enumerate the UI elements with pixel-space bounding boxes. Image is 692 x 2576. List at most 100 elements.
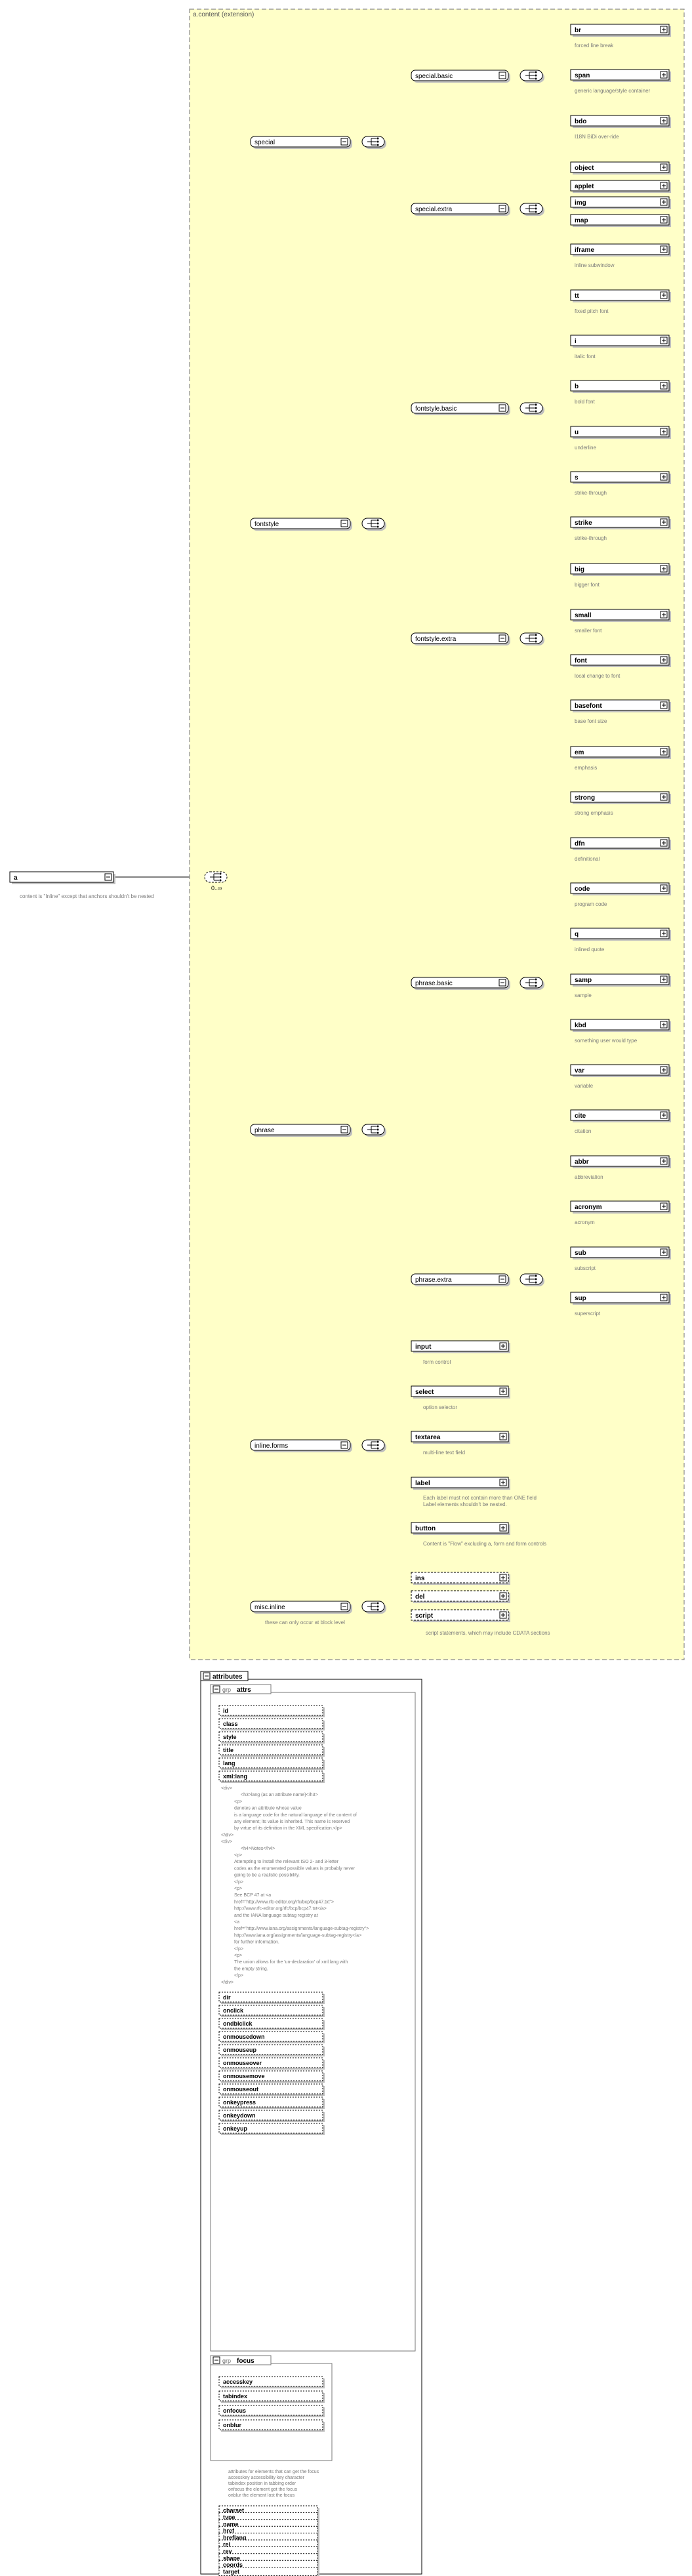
element-textarea[interactable] [411, 1431, 509, 1442]
element-description: inlined quote [575, 947, 605, 952]
choice-dot [535, 71, 537, 73]
element-map[interactable] [570, 214, 670, 226]
attribute-onmousemove[interactable] [218, 2070, 323, 2081]
element-description: bold font [575, 399, 595, 405]
group-special[interactable] [250, 136, 351, 148]
plus-icon [662, 430, 666, 434]
attribute-onfocus[interactable] [218, 2405, 323, 2416]
occurrence-label: 0..∞ [211, 885, 222, 891]
attribute-onmouseout[interactable] [218, 2083, 323, 2095]
attribute-onmouseup[interactable] [218, 2044, 323, 2055]
plus-icon [662, 795, 666, 799]
element-span[interactable] [570, 69, 670, 81]
element-description: generic language/style container [575, 88, 651, 94]
element-var[interactable] [570, 1064, 670, 1076]
element-cite[interactable] [570, 1109, 670, 1121]
element-label[interactable] [411, 1477, 509, 1488]
group-misc-inline[interactable] [250, 1601, 351, 1612]
element-applet[interactable] [570, 180, 670, 192]
element-code[interactable] [570, 882, 670, 894]
attribute-onmousedown[interactable] [218, 2031, 323, 2042]
element-script[interactable] [411, 1609, 509, 1621]
plus-icon [662, 750, 666, 754]
attribute-onclick[interactable] [218, 2005, 323, 2016]
element-description: Content is "Flow" excluding a, form and … [423, 1541, 546, 1547]
attribute-onkeydown[interactable] [218, 2110, 323, 2121]
group-phrase-extra[interactable] [411, 1273, 509, 1285]
element-button[interactable] [411, 1522, 509, 1534]
plus-icon [662, 886, 666, 890]
choice-dot [535, 211, 537, 213]
doc-line: <a [234, 1920, 239, 1925]
plus-icon [662, 931, 666, 935]
plus-icon [662, 703, 666, 707]
doc-line: </div> [221, 1980, 234, 1985]
attribute-dir[interactable] [218, 1992, 323, 2003]
element-object[interactable] [570, 161, 670, 173]
choice-dot [535, 407, 537, 409]
element-sup[interactable] [570, 1292, 670, 1303]
doc-line: <p> [234, 1953, 242, 1958]
plus-icon [662, 165, 666, 169]
element-sub[interactable] [570, 1246, 670, 1258]
attribute-tabindex[interactable] [218, 2390, 323, 2402]
group-prefix: grp [222, 1687, 231, 1693]
choice-dot [377, 137, 379, 140]
attribute-onblur[interactable] [218, 2419, 323, 2430]
element-samp[interactable] [570, 973, 670, 985]
attribute-label: class [223, 1721, 238, 1727]
doc-line: <div> [221, 1840, 232, 1845]
element-iframe[interactable] [570, 243, 670, 255]
element-basefont[interactable] [570, 699, 670, 711]
group-inline-forms[interactable] [250, 1439, 351, 1451]
element-tt[interactable] [570, 289, 670, 301]
element-q[interactable] [570, 928, 670, 939]
element-img[interactable] [570, 196, 670, 208]
element-acronym[interactable] [570, 1200, 670, 1212]
element-u[interactable] [570, 426, 670, 438]
element-s[interactable] [570, 471, 670, 483]
attribute-ondblclick[interactable] [218, 2018, 323, 2029]
attribute-title[interactable] [218, 1744, 323, 1755]
element-kbd[interactable] [570, 1019, 670, 1031]
group-fontstyle-basic[interactable] [411, 402, 509, 414]
plus-icon [662, 1296, 666, 1299]
group-special-extra[interactable] [411, 203, 509, 215]
attribute-onmouseover[interactable] [218, 2057, 323, 2068]
element-i[interactable] [570, 335, 670, 346]
attribute-onkeyup[interactable] [218, 2123, 323, 2134]
group-phrase[interactable] [250, 1124, 351, 1135]
attribute-lang[interactable] [218, 1757, 323, 1768]
attribute-onkeypress[interactable] [218, 2096, 323, 2108]
element-select[interactable] [411, 1385, 509, 1397]
plus-icon [662, 184, 666, 188]
attribute-xml:lang[interactable] [218, 1770, 323, 1782]
element-font[interactable] [570, 654, 670, 666]
element-ins[interactable] [411, 1572, 509, 1584]
attribute-accesskey[interactable] [218, 2376, 323, 2387]
choice-dot [535, 204, 537, 207]
root-element-a[interactable] [9, 871, 114, 883]
element-big[interactable] [570, 563, 670, 575]
element-input[interactable] [411, 1340, 509, 1352]
group-fontstyle-extra[interactable] [411, 632, 509, 644]
element-dfn[interactable] [570, 837, 670, 849]
element-em[interactable] [570, 746, 670, 758]
element-strike[interactable] [570, 516, 670, 528]
element-bdo[interactable] [570, 115, 670, 127]
group-label: fontstyle.extra [415, 636, 457, 643]
element-small[interactable] [570, 609, 670, 621]
element-del[interactable] [411, 1590, 509, 1602]
group-fontstyle[interactable] [250, 518, 351, 529]
group-special-basic[interactable] [411, 70, 509, 81]
attribute-style[interactable] [218, 1731, 323, 1742]
element-strong[interactable] [570, 791, 670, 803]
element-label: cite [575, 1113, 586, 1120]
element-b[interactable] [570, 380, 670, 392]
element-abbr[interactable] [570, 1155, 670, 1167]
attribute-id[interactable] [218, 1705, 323, 1716]
attribute-class[interactable] [218, 1718, 323, 1729]
group-phrase-basic[interactable] [411, 977, 509, 989]
element-br[interactable] [570, 24, 670, 35]
element-label: sup [575, 1295, 586, 1302]
